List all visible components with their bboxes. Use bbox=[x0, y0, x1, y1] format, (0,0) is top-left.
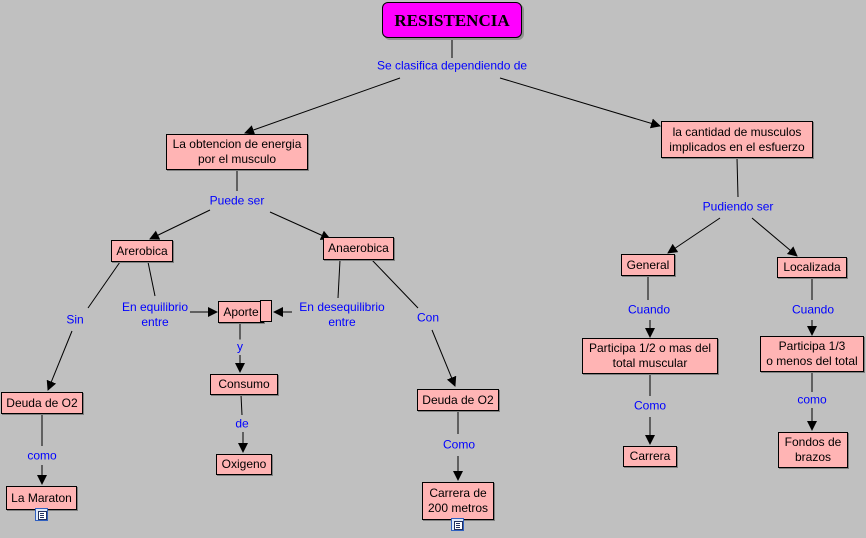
concept-arerobica[interactable]: Arerobica bbox=[111, 240, 173, 262]
concept-obtencion-energia[interactable]: La obtencion de energia por el musculo bbox=[166, 134, 308, 170]
link-label-cuando-localizada: Cuando bbox=[789, 302, 837, 318]
link-label-sin: Sin bbox=[64, 312, 86, 328]
concept-consumo[interactable]: Consumo bbox=[210, 374, 278, 395]
concept-carrera[interactable]: Carrera bbox=[623, 446, 677, 467]
concept-oxigeno[interactable]: Oxigeno bbox=[216, 454, 272, 475]
root-concept-resistencia[interactable]: RESISTENCIA bbox=[382, 2, 522, 38]
link-label-y: y bbox=[235, 339, 245, 355]
link-label-puede-ser: Puede ser bbox=[207, 193, 267, 209]
concept-participa-1-2[interactable]: Participa 1/2 o mas del total muscular bbox=[582, 338, 718, 374]
concept-cantidad-musculos[interactable]: la cantidad de musculos implicados en el… bbox=[661, 121, 813, 158]
link-label-con: Con bbox=[414, 310, 442, 326]
concept-carrera-200-metros[interactable]: Carrera de 200 metros bbox=[422, 482, 494, 520]
link-label-en-desequilibrio: En desequilibrio entre bbox=[297, 300, 387, 330]
link-label-de: de bbox=[233, 416, 251, 432]
resource-document-icon[interactable] bbox=[451, 518, 464, 531]
link-label-se-clasifica: Se clasifica dependiendo de bbox=[374, 58, 530, 74]
concept-anaerobica[interactable]: Anaerobica bbox=[323, 237, 394, 260]
concept-deuda-o2-right[interactable]: Deuda de O2 bbox=[417, 389, 499, 411]
concept-participa-1-3[interactable]: Participa 1/3 o menos del total bbox=[760, 336, 864, 372]
concept-fondos-de-brazos[interactable]: Fondos de brazos bbox=[778, 432, 848, 468]
concept-localizada[interactable]: Localizada bbox=[777, 257, 847, 278]
link-label-como-anaerobic: Como bbox=[440, 437, 478, 453]
concept-deuda-o2-left[interactable]: Deuda de O2 bbox=[1, 392, 83, 414]
concept-general[interactable]: General bbox=[621, 254, 675, 276]
link-label-pudiendo-ser: Pudiendo ser bbox=[700, 199, 776, 215]
concept-aporte[interactable]: Aporte bbox=[218, 301, 264, 323]
concept-la-maraton[interactable]: La Maraton bbox=[6, 486, 77, 510]
link-label-como-localizada: como bbox=[795, 392, 829, 408]
aporte-side-tab[interactable] bbox=[260, 300, 272, 322]
link-label-como-general: Como bbox=[631, 398, 669, 414]
link-label-cuando-general: Cuando bbox=[625, 302, 673, 318]
link-label-como-left: como bbox=[25, 448, 59, 464]
resource-document-icon[interactable] bbox=[35, 508, 48, 521]
link-label-en-equilibrio: En equilibrio entre bbox=[119, 300, 191, 330]
